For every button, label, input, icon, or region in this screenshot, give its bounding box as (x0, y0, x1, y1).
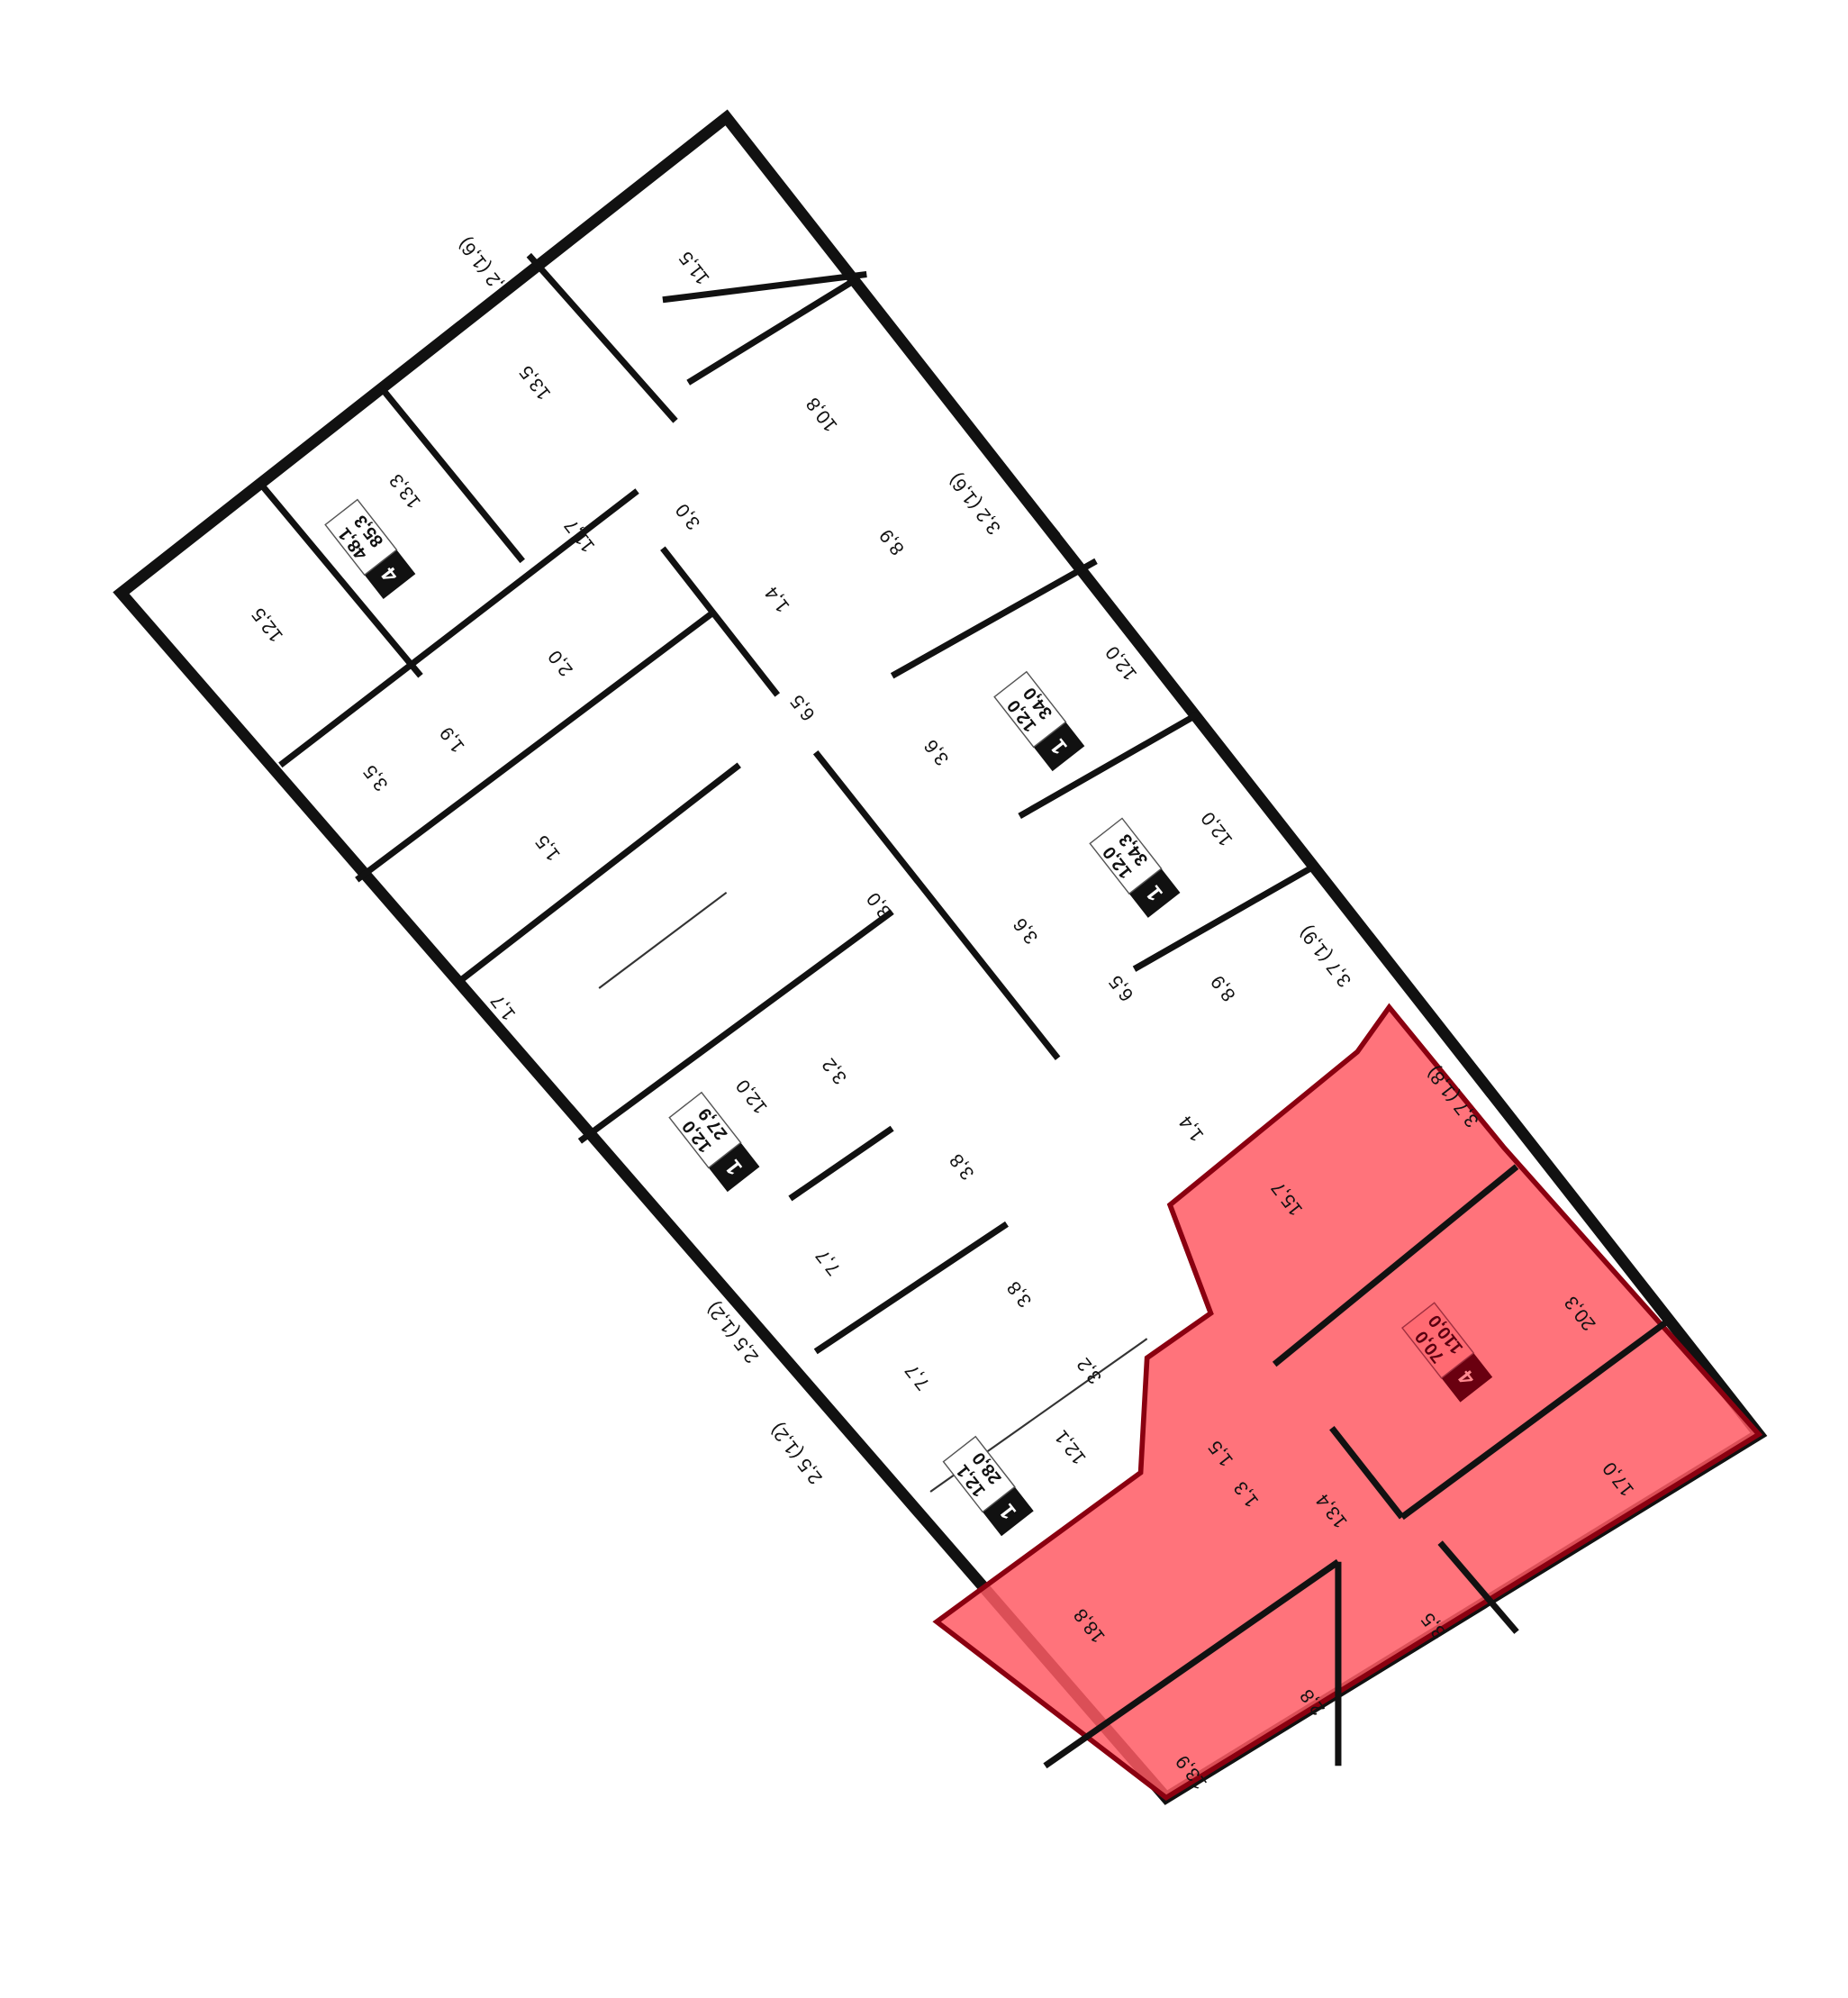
highlighted-apartment[interactable] (932, 1003, 1763, 1802)
apartment-badge[interactable]: 1 12,0 34,0 (993, 670, 1085, 772)
inner-walls (258, 252, 1671, 1769)
apartment-badge[interactable]: 1 12,0 34,3 (1089, 817, 1181, 918)
apartment-badge[interactable]: 4 48,1 85,3 (324, 498, 416, 600)
apartment-badge[interactable]: 1 12,1 28,0 (942, 1435, 1034, 1537)
balcony-area-label: 2,5 (1,2) (766, 1419, 827, 1487)
balcony-area-label: 5,2 (1,6) (454, 233, 514, 302)
